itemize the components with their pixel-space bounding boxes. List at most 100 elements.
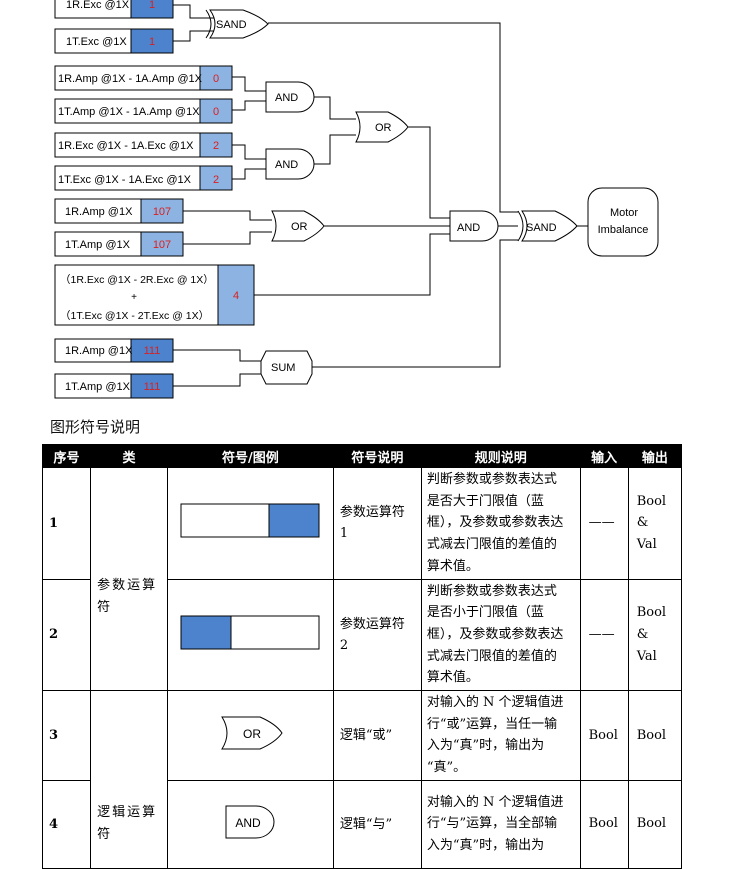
sum-block: SUM <box>260 350 313 385</box>
gate-label: SUM <box>271 362 295 374</box>
gate-label: OR <box>291 221 308 233</box>
output-line: Val <box>636 537 657 553</box>
param-block: 1T.Amp @1X - 1A.Amp @1X 0 <box>54 98 233 124</box>
gate-label: AND <box>457 222 480 234</box>
row-number: 2 <box>41 578 92 692</box>
rule-line: 对输入的 N 个逻辑值进 <box>426 794 564 810</box>
rule-line: “真”。 <box>426 760 467 776</box>
connection-wires <box>173 4 588 387</box>
sand-gate: SAND <box>517 210 578 242</box>
input-type: Bool <box>579 779 629 869</box>
header-input: 输入 <box>579 444 629 468</box>
symbol-desc: 逻辑“与” <box>332 779 422 869</box>
rule-line: 入为“真”时，输出为 <box>426 838 545 854</box>
expression-block: （1R.Exc @1X - 2R.Exc @ 1X） + （1T.Exc @1X… <box>54 264 255 326</box>
param-threshold: 107 <box>153 239 171 251</box>
param-label: 1R.Amp @1X <box>65 206 133 218</box>
output-line: Bool <box>636 605 667 621</box>
or-gate-symbol: OR <box>221 716 283 750</box>
param-lower-symbol <box>180 615 320 650</box>
header-symbol-desc: 符号说明 <box>332 444 422 468</box>
param-threshold: 1 <box>149 36 155 48</box>
output-line: Val <box>636 648 657 664</box>
symbol-cell <box>166 578 334 692</box>
row-number: 4 <box>41 779 92 869</box>
rule-desc: 判断参数或参数表达式 是否小于门限值（蓝 框），及参数或参数表达 式减去门限值的… <box>420 578 581 692</box>
param-label: 1R.Amp @1X <box>65 345 133 357</box>
header-rule: 规则说明 <box>420 444 581 468</box>
param-threshold: 0 <box>213 106 219 118</box>
input-type: Bool <box>579 690 629 781</box>
category-text: 参数运算符 <box>97 578 158 616</box>
param-label: 1T.Amp @1X - 1A.Amp @1X <box>58 106 200 118</box>
rule-line: 入为“真”时，输出为 <box>426 738 545 754</box>
param-threshold: 111 <box>144 381 161 393</box>
rule-line: 框），及参数或参数表达 <box>426 515 564 531</box>
param-block: 1R.Exc @1X - 1A.Exc @1X 2 <box>54 132 233 158</box>
symbol-cell: OR <box>166 690 334 781</box>
symbol-desc: 参数运算符 1 <box>332 467 422 580</box>
param-threshold: 1 <box>149 0 155 11</box>
output-line: Bool <box>636 816 667 832</box>
input-type: —— <box>579 578 629 692</box>
param-threshold: 2 <box>213 174 219 186</box>
sand-gate: SAND <box>205 9 269 39</box>
expr-line-2: （1T.Exc @1X - 2T.Exc @ 1X） <box>60 310 209 322</box>
gate-label: SAND <box>526 222 557 234</box>
param-block: 1T.Exc @1X 1 <box>54 28 174 54</box>
rule-line: 算术值。 <box>426 670 479 686</box>
rule-line: 对输入的 N 个逻辑值进 <box>426 695 564 711</box>
symbol-desc: 逻辑“或” <box>332 690 422 781</box>
logic-diagram: 1R.Exc @1X 1 1T.Exc @1X 1 1R.Amp @1X - 1… <box>54 0 659 399</box>
and-gate: AND <box>449 210 499 242</box>
param-threshold: 107 <box>153 206 171 218</box>
or-symbol-label: OR <box>243 727 261 741</box>
output-type: Bool & Val <box>627 467 683 580</box>
desc-line: 逻辑“与” <box>339 816 393 832</box>
rule-line: 框），及参数或参数表达 <box>426 626 564 642</box>
gate-label: AND <box>275 92 298 104</box>
output-line-2: Imbalance <box>598 224 649 236</box>
output-terminal: Motor Imbalance <box>587 187 659 257</box>
gate-label: SAND <box>216 19 247 31</box>
output-type: Bool <box>627 779 683 869</box>
desc-line: 2 <box>339 637 349 653</box>
param-label: 1R.Exc @1X - 1A.Exc @1X <box>58 140 194 152</box>
rule-line: 式减去门限值的差值的 <box>426 648 557 664</box>
param-label: 1R.Amp @1X - 1A.Amp @1X <box>58 73 203 85</box>
legend-table: 序号 类 符号/图例 符号说明 规则说明 输入 输出 1 参数运算符 参数运算符… <box>41 444 683 869</box>
rule-line: 行“或”运算，当任一输 <box>426 716 558 732</box>
symbol-desc: 参数运算符 2 <box>332 578 422 692</box>
param-label: 1T.Exc @1X - 1A.Exc @1X <box>58 174 192 186</box>
table-row: 3 逻辑运算符 OR 逻辑“或” 对输入的 N 个逻辑值进 行“或”运算，当任一… <box>41 690 683 869</box>
category-text: 逻辑运算符 <box>97 805 158 843</box>
param-label: 1R.Exc @1X <box>66 0 130 11</box>
param-label: 1T.Exc @1X <box>66 36 127 48</box>
param-block: 1T.Amp @1X 107 <box>54 231 184 257</box>
rule-line: 式减去门限值的差值的 <box>426 537 557 553</box>
param-threshold: 0 <box>213 73 219 85</box>
rule-line: 判断参数或参数表达式 <box>426 583 557 599</box>
symbol-cell <box>166 467 334 580</box>
row-number: 1 <box>41 467 92 580</box>
legend-header-row: 序号 类 符号/图例 符号说明 规则说明 输入 输出 <box>41 444 683 468</box>
output-type: Bool <box>627 690 683 781</box>
expr-line-1: （1R.Exc @1X - 2R.Exc @ 1X） <box>60 274 214 286</box>
row-category: 参数运算符 <box>90 466 168 692</box>
desc-line: 逻辑“或” <box>339 727 393 743</box>
output-type: Bool & Val <box>627 578 683 692</box>
and-gate: AND <box>265 81 315 113</box>
or-gate: OR <box>355 111 409 143</box>
table-row: 1 参数运算符 参数运算符 1 判断参数或参数表达式 是否大于门限值（蓝 框），… <box>41 466 683 692</box>
param-label: 1T.Amp @1X <box>65 381 131 393</box>
header-output: 输出 <box>627 444 683 468</box>
rule-line: 判断参数或参数表达式 <box>426 472 557 487</box>
rule-desc: 对输入的 N 个逻辑值进 行“与”运算，当全部输 入为“真”时，输出为 <box>420 779 581 869</box>
row-number: 3 <box>41 690 92 781</box>
expr-plus: + <box>131 292 137 303</box>
rule-desc: 判断参数或参数表达式 是否大于门限值（蓝 框），及参数或参数表达 式减去门限值的… <box>420 467 581 580</box>
param-block: 1T.Exc @1X - 1A.Exc @1X 2 <box>54 165 233 191</box>
output-line: & <box>636 515 649 531</box>
input-type: —— <box>579 467 629 580</box>
output-line: & <box>636 626 649 642</box>
